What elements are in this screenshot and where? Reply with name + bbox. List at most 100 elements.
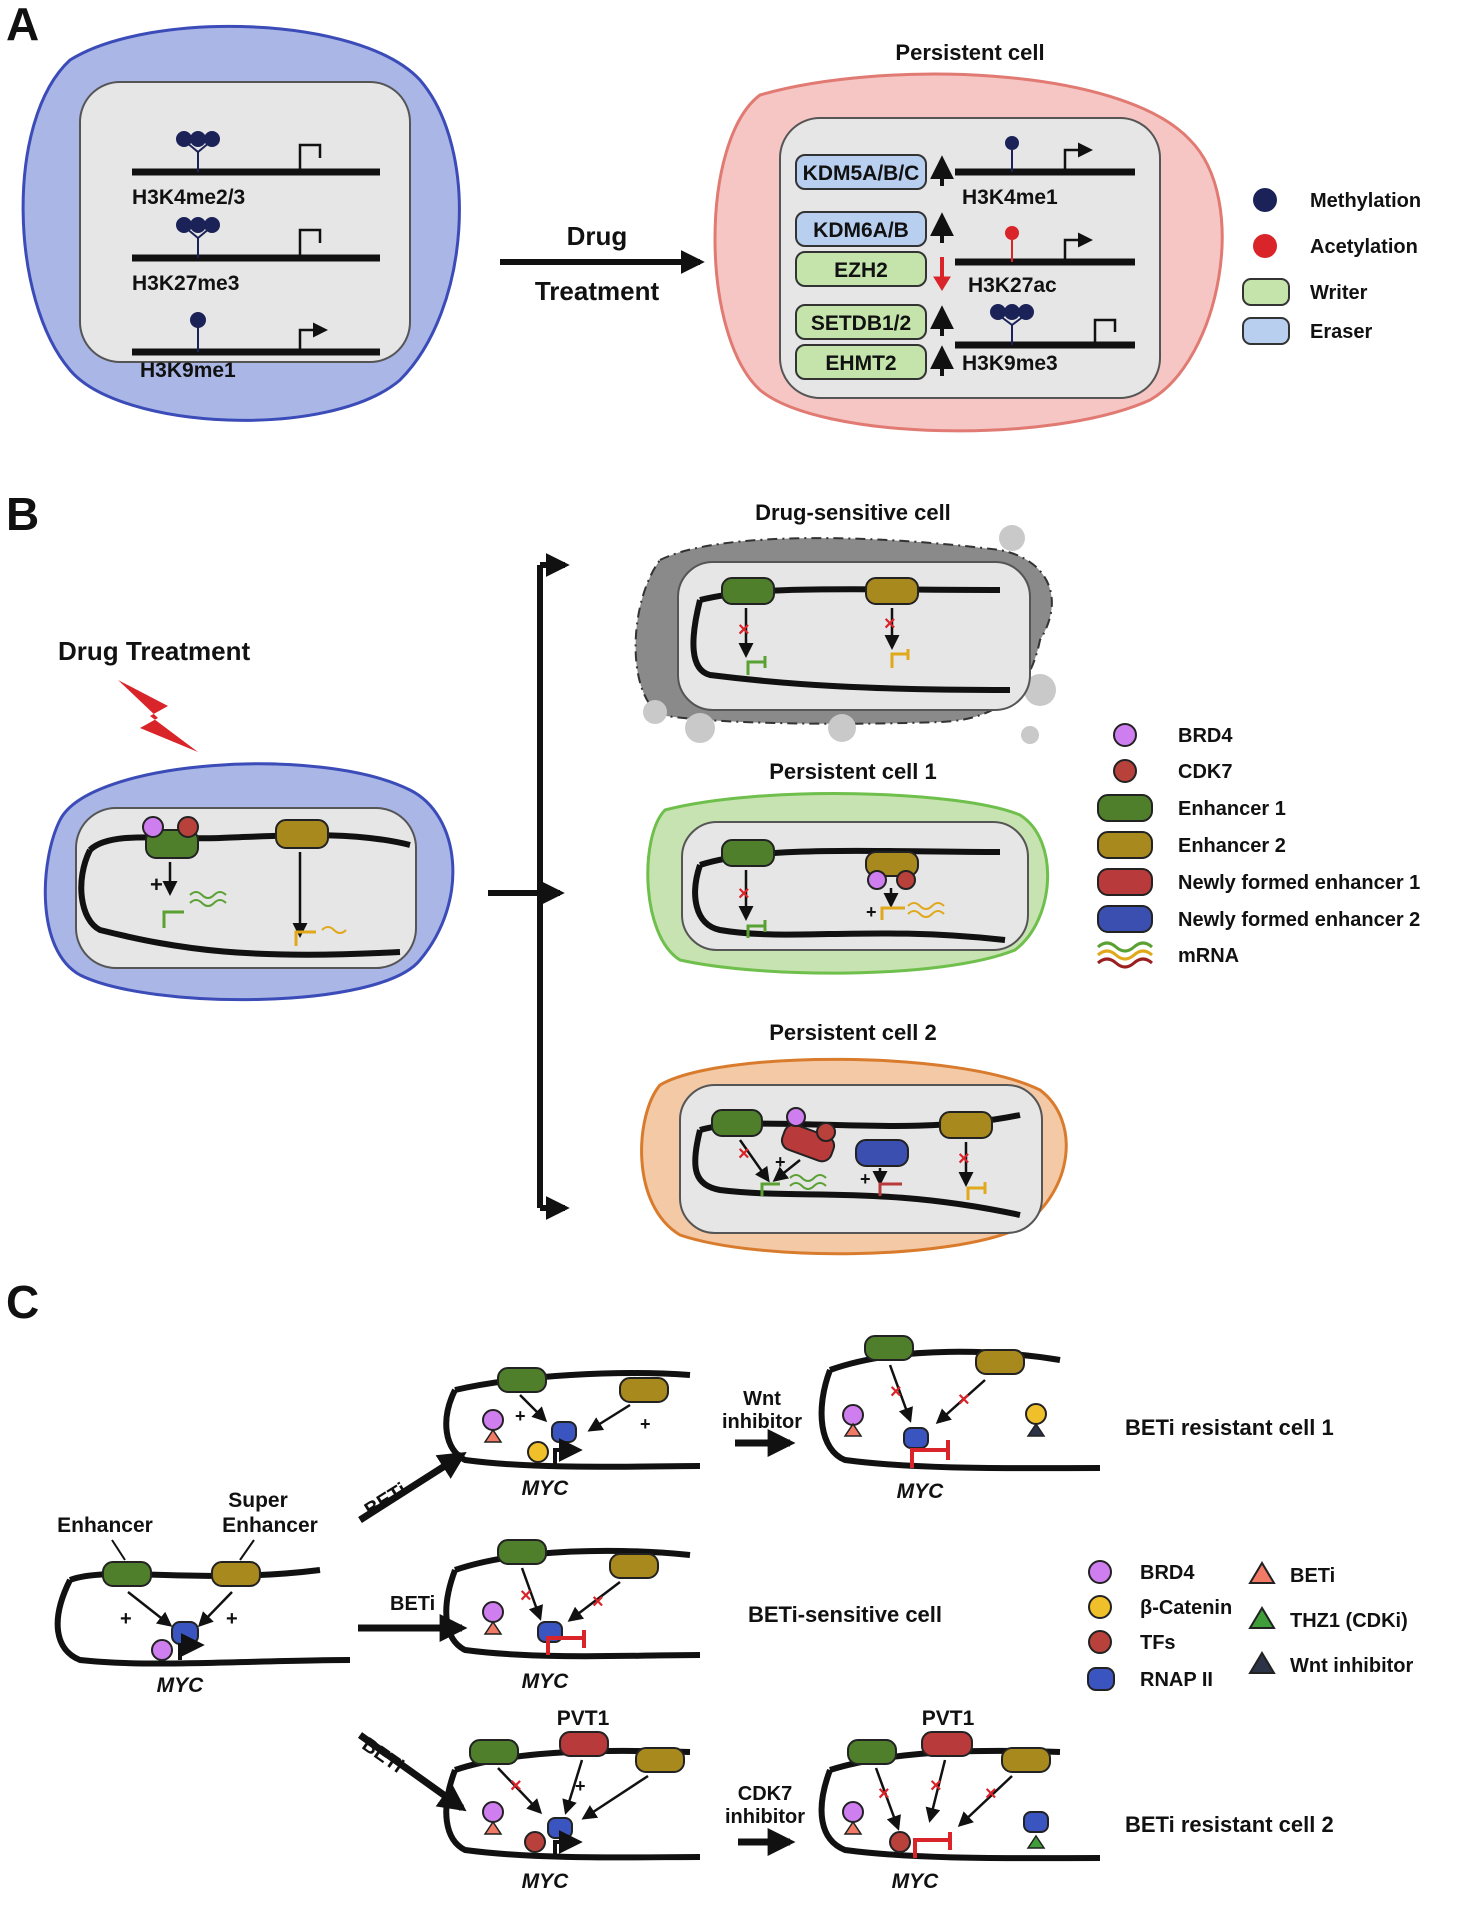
- panel-a-label: A: [6, 0, 39, 50]
- legend-mrna: mRNA: [1178, 945, 1239, 967]
- mark-h3k9me1: H3K9me1: [140, 359, 236, 382]
- panel-b: B Drug Treatment + Drug-sensitive cell: [6, 488, 1420, 1256]
- legend-brd4: BRD4: [1178, 725, 1233, 747]
- legend-methylation: Methylation: [1310, 190, 1421, 212]
- persistent-chromatin: [955, 168, 1135, 349]
- persistent-cell1-title: Persistent cell 1: [769, 759, 937, 784]
- wnt-inhibitor-label: inhibitor: [722, 1411, 802, 1433]
- enzyme-kdm5: KDM5A/B/C: [803, 162, 920, 185]
- mark-h3k4me23: H3K4me2/3: [132, 186, 245, 209]
- myc-top-right: MYC: [897, 1480, 945, 1503]
- legend-acetylation: Acetylation: [1310, 236, 1418, 258]
- super-label: Super: [228, 1489, 288, 1512]
- branch-arrows: [488, 553, 570, 1220]
- svg-text:+: +: [150, 872, 163, 897]
- legend-a: Methylation Acetylation Writer Eraser: [1242, 188, 1421, 345]
- svg-text:+: +: [120, 1608, 132, 1630]
- svg-text:×: ×: [890, 1381, 902, 1403]
- methyl-marks-left: [176, 131, 220, 352]
- legend-c: BRD4 β-Catenin TFs RNAP II BETi THZ1 (CD…: [1087, 1560, 1414, 1691]
- svg-text:+: +: [226, 1608, 238, 1630]
- myc-base: MYC: [157, 1674, 205, 1697]
- cdk7-parental: [177, 816, 199, 838]
- mark-h3k9me3: H3K9me3: [962, 352, 1058, 375]
- parental-chromatin-b: [78, 832, 411, 958]
- svg-text:+: +: [515, 1406, 526, 1426]
- svg-text:×: ×: [738, 1143, 750, 1165]
- legend-c-wnt: Wnt inhibitor: [1290, 1655, 1414, 1677]
- mark-h3k4me1: H3K4me1: [962, 186, 1058, 209]
- parental-promoters: [298, 143, 328, 352]
- svg-text:×: ×: [738, 619, 750, 641]
- legend-c-rnap: RNAP II: [1140, 1669, 1213, 1691]
- svg-text:+: +: [575, 1776, 586, 1796]
- drug-sensitive-title: Drug-sensitive cell: [755, 500, 951, 525]
- svg-text:×: ×: [884, 613, 896, 635]
- enzyme-kdm6: KDM6A/B: [813, 219, 909, 242]
- legend-c-brd4: BRD4: [1140, 1562, 1195, 1584]
- svg-text:×: ×: [930, 1775, 942, 1797]
- parental-nucleus-b: [75, 807, 417, 969]
- apoptotic-blebs: [643, 525, 1056, 744]
- legend-enhancer2: Enhancer 2: [1178, 835, 1286, 857]
- myc-bottom: MYC: [522, 1870, 570, 1893]
- legend-b: BRD4 CDK7 Enhancer 1 Enhancer 2 Newly fo…: [1097, 723, 1420, 969]
- myc-top: MYC: [522, 1477, 570, 1500]
- panel-c-label: C: [6, 1276, 39, 1328]
- legend-eraser: Eraser: [1310, 321, 1372, 343]
- svg-text:+: +: [775, 1152, 786, 1172]
- regulation-arrows: [930, 155, 954, 376]
- legend-c-thz1: THZ1 (CDKi): [1290, 1610, 1408, 1632]
- enhancer2-parental: [275, 819, 329, 849]
- legend-new-enh1: Newly formed enhancer 1: [1178, 872, 1420, 894]
- svg-text:+: +: [640, 1414, 651, 1434]
- treatment-label: Treatment: [535, 276, 660, 306]
- brd4-parental: [142, 816, 164, 838]
- svg-text:+: +: [860, 1169, 871, 1189]
- lightning-icon: [118, 680, 198, 752]
- svg-text:×: ×: [510, 1775, 522, 1797]
- enzyme-ehmt2: EHMT2: [825, 352, 896, 375]
- svg-text:×: ×: [738, 883, 750, 905]
- svg-text:×: ×: [958, 1389, 970, 1411]
- mark-h3k27me3: H3K27me3: [132, 272, 239, 295]
- legend-cdk7: CDK7: [1178, 761, 1232, 783]
- svg-text:×: ×: [520, 1585, 532, 1607]
- beti-arrow-up: BETi: [361, 1479, 411, 1522]
- svg-text:+: +: [866, 902, 877, 922]
- enhancer-label: Enhancer: [57, 1514, 153, 1537]
- result-resistant2: BETi resistant cell 2: [1125, 1812, 1334, 1837]
- panel-c: C Enhancer Super Enhancer + + MYC BETi B…: [6, 1276, 1414, 1893]
- myc-bottom-right: MYC: [892, 1870, 940, 1893]
- wnt-label: Wnt: [743, 1388, 781, 1410]
- legend-c-catenin: β-Catenin: [1140, 1597, 1232, 1619]
- mark-h3k27ac: H3K27ac: [968, 274, 1057, 297]
- enzyme-ezh2: EZH2: [834, 259, 888, 282]
- legend-c-tfs: TFs: [1140, 1632, 1176, 1654]
- result-resistant1: BETi resistant cell 1: [1125, 1415, 1334, 1440]
- enzyme-boxes: [795, 154, 927, 380]
- enzyme-setdb: SETDB1/2: [811, 312, 911, 335]
- super-enhancer-label: Enhancer: [222, 1514, 318, 1537]
- result-sensitive: BETi-sensitive cell: [748, 1602, 942, 1627]
- panel-b-label: B: [6, 488, 39, 540]
- pvt1-label-mid: PVT1: [557, 1707, 610, 1730]
- panel-a: A H3K4me2/3 H3K27me3 H3K9me1 Drug: [6, 0, 1421, 433]
- pvt1-label-right: PVT1: [922, 1707, 975, 1730]
- svg-text:×: ×: [958, 1148, 970, 1170]
- legend-new-enh2: Newly formed enhancer 2: [1178, 909, 1420, 931]
- persistent-cell-title: Persistent cell: [895, 40, 1044, 65]
- legend-c-beti: BETi: [1290, 1565, 1335, 1587]
- svg-text:×: ×: [985, 1783, 997, 1805]
- beti-arrow-down: BETi: [358, 1734, 408, 1778]
- parental-chromatin: [132, 168, 380, 356]
- legend-writer: Writer: [1310, 282, 1368, 304]
- drug-treatment-label: Drug Treatment: [58, 636, 250, 666]
- legend-enhancer1: Enhancer 1: [1178, 798, 1286, 820]
- persistent-cell2-title: Persistent cell 2: [769, 1020, 937, 1045]
- myc-mid: MYC: [522, 1670, 570, 1693]
- svg-text:×: ×: [878, 1783, 890, 1805]
- marks-right: [990, 136, 1034, 345]
- cdk7-inhibitor-label: inhibitor: [725, 1806, 805, 1828]
